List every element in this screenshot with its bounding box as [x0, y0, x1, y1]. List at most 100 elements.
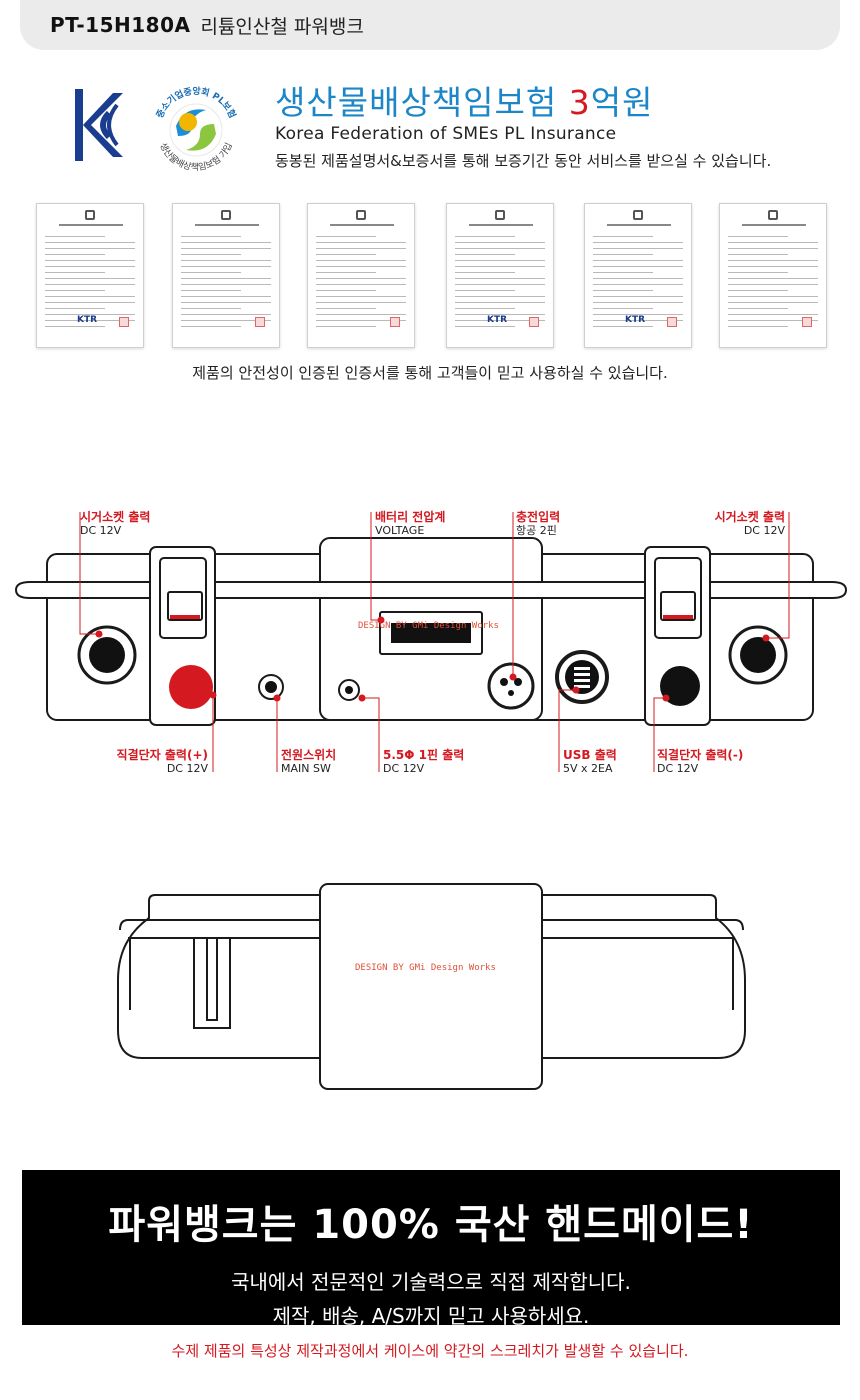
certificate-text-line	[728, 302, 818, 303]
model-number: PT-15H180A	[50, 13, 191, 37]
certificate-text-line	[728, 260, 818, 261]
certificate-kc-icon	[633, 210, 643, 220]
certificate-ktr-logo: KTR	[77, 315, 98, 325]
certificate-text-line	[316, 284, 406, 285]
certificate-text-line	[728, 272, 788, 273]
callout-sub: DC 12V	[383, 762, 425, 775]
certificate-text-line	[45, 302, 135, 303]
certificate-text-line	[593, 272, 653, 273]
certificate-text-line	[593, 302, 683, 303]
certificate-text-line	[593, 314, 683, 315]
callout-direct-minus: 직결단자 출력(-) DC 12V	[657, 748, 743, 776]
certificate-text-line	[593, 320, 683, 321]
certificate-text-line	[316, 266, 406, 267]
certificate-text-line	[455, 314, 545, 315]
certificate-text-line	[45, 314, 135, 315]
certificate-text-line	[593, 236, 653, 237]
callout-sub: MAIN SW	[281, 762, 331, 775]
certificate-text-line	[728, 284, 818, 285]
certificate-title-line	[195, 224, 259, 226]
certificate-text-line	[316, 296, 406, 297]
callout-main-switch: 전원스위치 MAIN SW	[281, 748, 336, 776]
insurance-amount: 3	[568, 83, 591, 122]
voltmeter-display	[379, 611, 483, 655]
certificate-text-line	[181, 302, 271, 303]
callout-sub: DC 12V	[166, 762, 208, 775]
certificate-text-line	[455, 260, 545, 261]
certificate-text-line	[728, 278, 818, 279]
certificate-text-line	[45, 290, 105, 291]
certificate-text-line	[181, 308, 241, 309]
certificate-document	[719, 203, 827, 348]
certificate-text-line	[316, 254, 376, 255]
certificate-title-line	[469, 224, 533, 226]
certificate-text-line	[728, 314, 818, 315]
certificate-text-line	[45, 236, 105, 237]
certificate-text-line	[316, 260, 406, 261]
certificate-text-line	[181, 260, 271, 261]
certificate-text-line	[181, 254, 241, 255]
certificate-seal-icon	[667, 317, 677, 327]
promo-headline: 파워뱅크는 100% 국산 핸드메이드!	[108, 1202, 754, 1248]
certificate-text-line	[455, 308, 515, 309]
certificate-text-line	[455, 302, 545, 303]
certificate-text-line	[728, 308, 788, 309]
callout-label: 직결단자 출력(+)	[116, 748, 208, 762]
certificate-text-line	[593, 308, 653, 309]
certificate-text-line	[316, 302, 406, 303]
certificate-text-line	[181, 236, 241, 237]
certificates-caption: 제품의 안전성이 인증된 인증서를 통해 고객들이 믿고 사용하실 수 있습니다…	[192, 364, 668, 382]
main-power-switch	[258, 674, 284, 700]
cigar-socket-left	[77, 625, 137, 685]
callout-direct-plus: 직결단자 출력(+) DC 12V	[100, 748, 208, 776]
callout-label: 충전입력	[516, 510, 561, 524]
certificate-text-line	[45, 260, 135, 261]
usb-port	[555, 650, 609, 704]
design-watermark: DESIGN BY GMi Design Works	[358, 621, 499, 631]
callout-voltage: 배터리 전압계 VOLTAGE	[375, 510, 445, 538]
certificate-seal-icon	[529, 317, 539, 327]
certificate-text-line	[181, 320, 271, 321]
certificate-text-line	[181, 296, 271, 297]
certificate-text-line	[593, 248, 683, 249]
certificate-text-line	[728, 266, 818, 267]
certificate-text-line	[316, 290, 376, 291]
certificate-text-line	[593, 326, 653, 327]
insurance-headline-prefix: 생산물배상책임보험	[275, 83, 569, 122]
title-bar: PT-15H180A 리튬인산철 파워뱅크	[20, 0, 840, 50]
certificate-text-line	[181, 314, 271, 315]
certificate-title-line	[330, 224, 394, 226]
certificate-text-line	[593, 296, 683, 297]
top-view-diagram: DESIGN BY GMi Design Works	[117, 883, 746, 1090]
certificate-text-line	[593, 260, 683, 261]
certificate-text-line	[455, 242, 545, 243]
certificate-title-line	[59, 224, 123, 226]
callout-sub: DC 12V	[80, 524, 122, 537]
direct-terminal-plus	[169, 665, 213, 709]
insurance-headline: 생산물배상책임보험 3억원	[275, 76, 653, 124]
certificate-text-line	[455, 320, 545, 321]
certificate-text-line	[181, 290, 241, 291]
certificate-text-line	[455, 266, 545, 267]
callout-sub: 항공 2핀	[516, 524, 557, 537]
callout-sub: 5V x 2EA	[563, 762, 613, 775]
callout-label: USB 출력	[563, 748, 617, 762]
certificate-title-line	[742, 224, 806, 226]
callout-leaders	[79, 512, 790, 772]
certificate-text-line	[593, 290, 653, 291]
certificate-seal-icon	[119, 317, 129, 327]
scratch-disclaimer: 수제 제품의 특성상 제작과정에서 케이스에 약간의 스크레치가 발생할 수 있…	[171, 1342, 689, 1360]
certificate-seal-icon	[390, 317, 400, 327]
certificate-kc-icon	[495, 210, 505, 220]
certificate-document	[307, 203, 415, 348]
certificate-text-line	[728, 296, 818, 297]
certificate-text-line	[181, 278, 271, 279]
certificate-text-line	[455, 326, 515, 327]
callout-label: 5.5Φ 1핀 출력	[383, 748, 465, 762]
certificate-text-line	[181, 266, 271, 267]
certificate-text-line	[455, 278, 545, 279]
certificate-text-line	[181, 242, 271, 243]
certificate-text-line	[728, 242, 818, 243]
certificate-text-line	[45, 272, 105, 273]
kc-mark-icon	[75, 89, 123, 161]
